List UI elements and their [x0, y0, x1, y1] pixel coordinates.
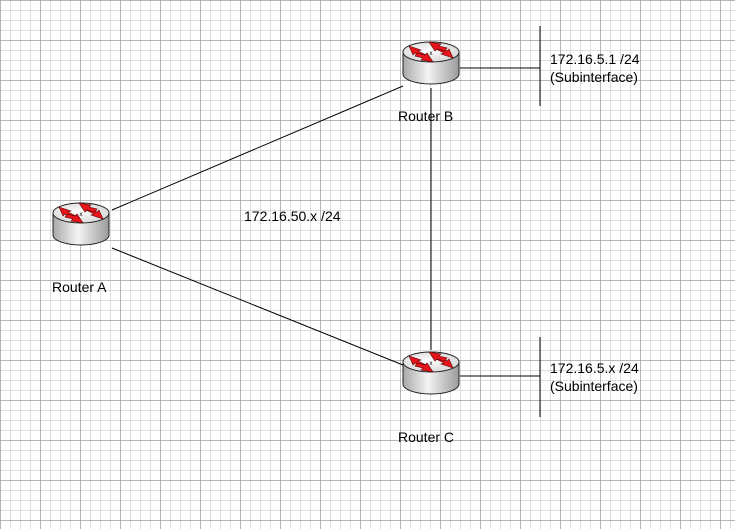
core-network-label: 172.16.50.x /24 [244, 208, 341, 224]
router-icon[interactable] [402, 41, 460, 85]
router-b-lan-address: 172.16.5.1 /24 [550, 51, 640, 67]
link-a-c [111, 247, 404, 366]
router-icon[interactable] [52, 202, 110, 246]
router-icon[interactable] [402, 351, 460, 395]
router-c-lan-address: 172.16.5.x /24 [550, 360, 639, 376]
router-a-label: Router A [52, 279, 107, 295]
router-c-label: Router C [398, 429, 455, 445]
links [111, 26, 541, 417]
link-a-b [111, 85, 404, 211]
router-b-lan-note: (Subinterface) [550, 69, 638, 85]
router-c-lan-note: (Subinterface) [550, 378, 638, 394]
router-b-label: Router B [398, 108, 454, 124]
